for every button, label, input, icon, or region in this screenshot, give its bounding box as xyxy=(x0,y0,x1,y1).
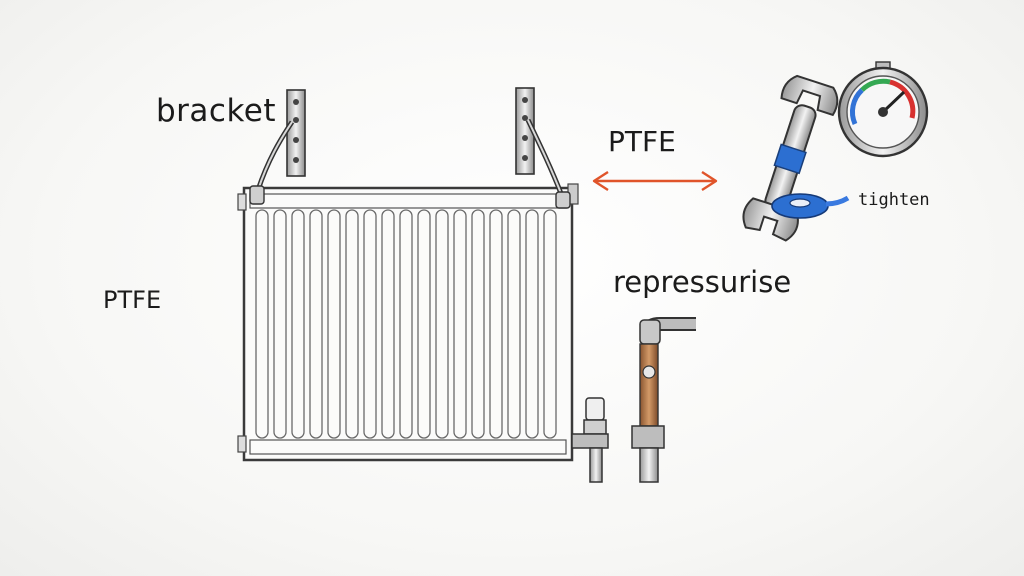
pipe-assembly xyxy=(631,317,696,483)
pressure-gauge-icon xyxy=(837,61,929,158)
double-arrow-icon xyxy=(592,170,718,192)
label-ptfe-top: PTFE xyxy=(608,125,676,158)
label-bracket: bracket xyxy=(156,93,277,129)
label-ptfe-left: PTFE xyxy=(103,286,162,314)
radiator-valve xyxy=(571,397,609,483)
radiator-panel xyxy=(237,183,579,462)
ptfe-tape-roll-icon xyxy=(771,193,850,219)
label-repressurise: repressurise xyxy=(613,265,792,299)
wrench-icon xyxy=(742,74,839,242)
label-tighten: tighten xyxy=(858,190,930,210)
wall-bracket-left xyxy=(249,89,306,205)
wall-bracket-right xyxy=(515,87,571,209)
